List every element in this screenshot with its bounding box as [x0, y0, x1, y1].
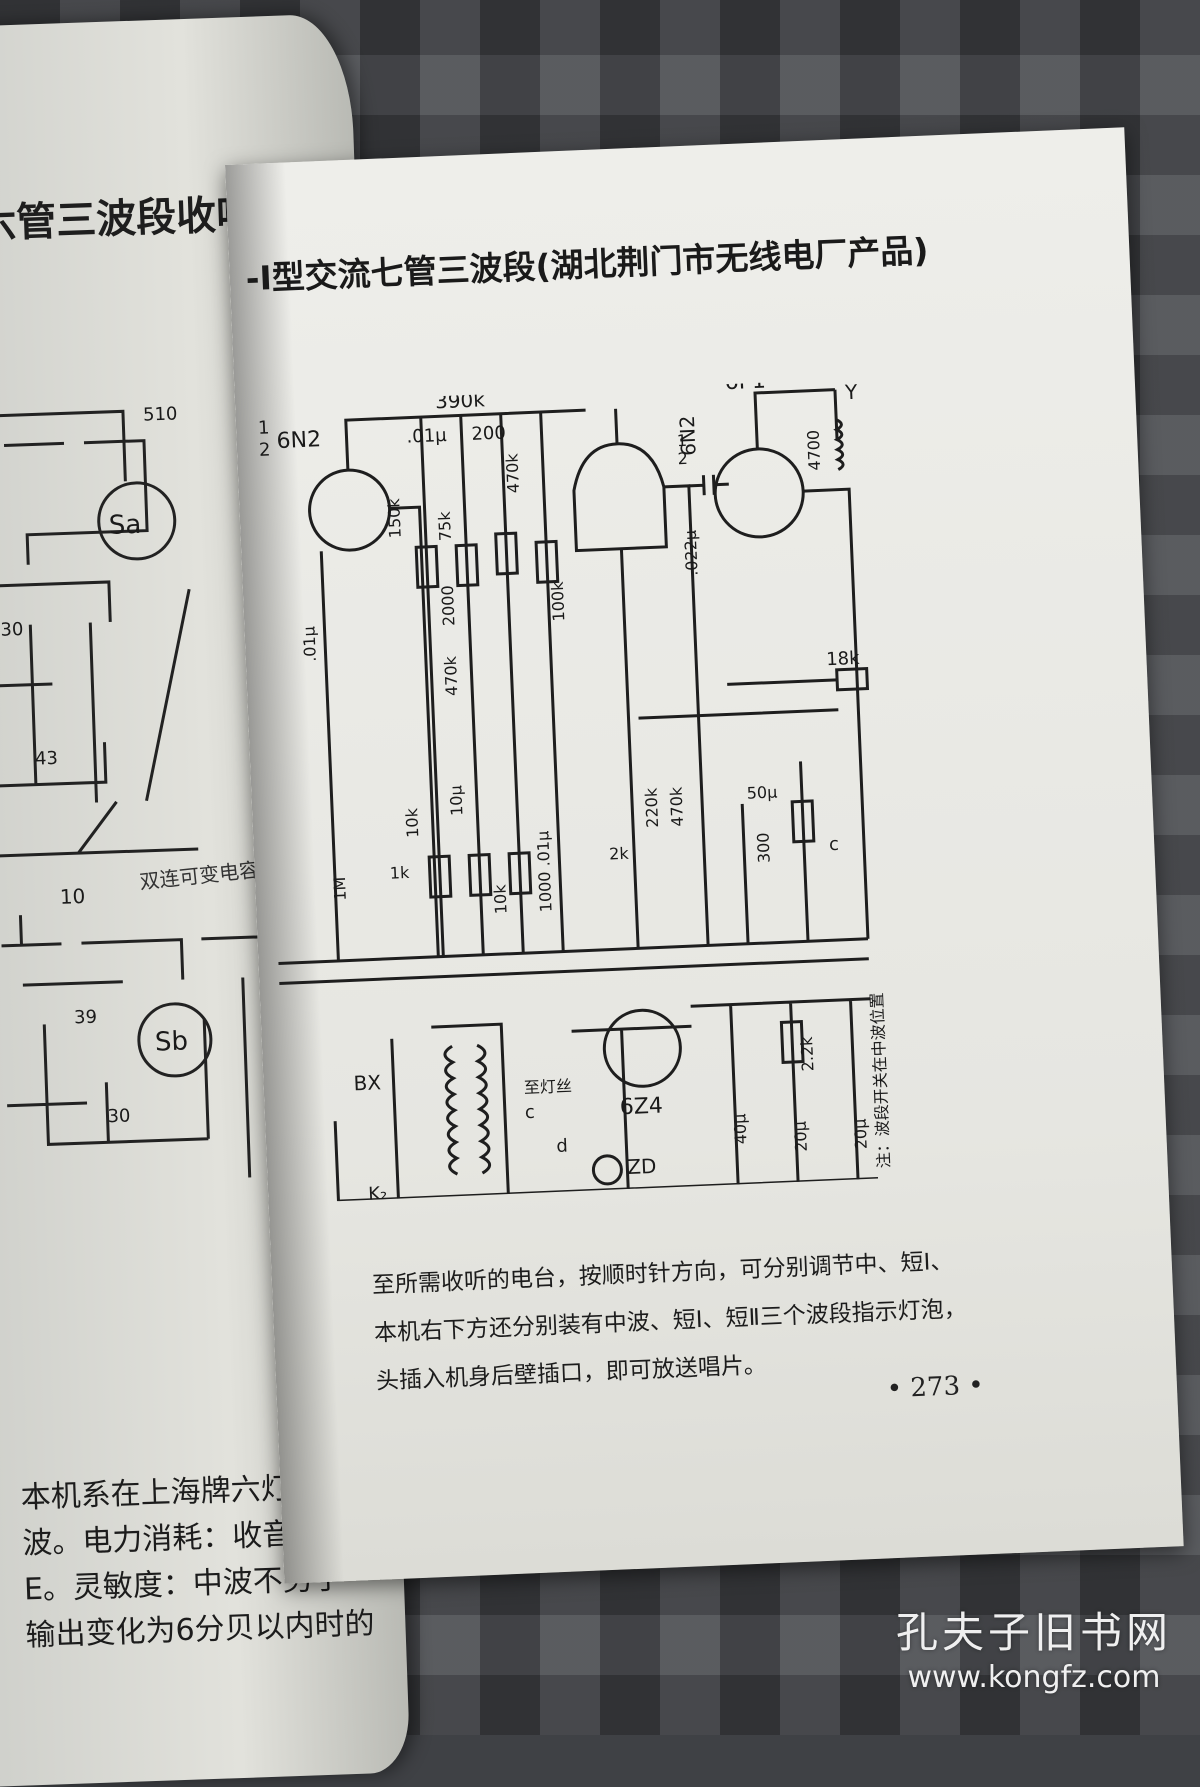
- resistor-1k-label: 1k: [389, 863, 410, 883]
- val-30b-label: 30: [107, 1106, 131, 1128]
- resistor-18k-label: 18k: [826, 648, 861, 670]
- cap-1000-01-label: 1000 .01μ: [533, 830, 555, 912]
- cap-200-label: 200: [471, 422, 506, 444]
- cap-022u-label: .022μ: [681, 530, 702, 577]
- switch-k-label: K₂: [368, 1183, 388, 1204]
- terminal-c-label: c: [525, 1102, 536, 1123]
- val-30-label: 30: [0, 619, 24, 641]
- tube-6n2-left-frac-num: 1: [258, 417, 270, 438]
- right-page: -I型交流七管三波段(湖北荆门市无线电厂产品): [225, 127, 1184, 1584]
- left-page: 六管三波段收唱 Sa 510 30 43 10 Sb 39 30 双连可变电容器…: [0, 13, 411, 1787]
- fuse-label: BX: [353, 1070, 382, 1095]
- speaker-label: Y: [844, 380, 859, 405]
- tube-6n2-right-label: 6N2: [675, 415, 701, 456]
- resistor-220k-label: 220k: [641, 787, 662, 828]
- terminal-d-label: d: [556, 1136, 568, 1157]
- cap-20u-a-label: 20μ: [791, 1121, 811, 1152]
- lamp-label: ZD: [627, 1154, 657, 1179]
- cap-20u-b-label: 20μ: [851, 1118, 871, 1149]
- left-page-title: 六管三波段收唱: [0, 191, 257, 248]
- cap-510-label: 510: [143, 403, 178, 425]
- resistor-390k-label: 390k: [435, 387, 486, 413]
- cap-01u-b-label: .01μ: [299, 626, 319, 662]
- resistor-1m-label: 1M: [330, 876, 350, 901]
- val-39-label: 39: [74, 1007, 98, 1029]
- terminal-c-top-label: c: [829, 834, 840, 855]
- cap-01u-label: .01μ: [406, 425, 447, 448]
- heater-label: 至灯丝: [524, 1076, 573, 1097]
- switch-b-label: Sb: [154, 1026, 188, 1057]
- tube-6n2-right-frac-num: 1: [677, 431, 688, 450]
- resistor-300-label: 300: [753, 832, 773, 863]
- page-title: -I型交流七管三波段(湖北荆门市无线电厂产品): [244, 230, 930, 299]
- switch-a-label: Sa: [108, 510, 141, 541]
- resistor-470k-c-label: 470k: [666, 786, 687, 827]
- resistor-2-2k-label: 2.2k: [797, 1036, 817, 1072]
- resistor-75k-label: 75k: [435, 510, 455, 541]
- cap-2000-label: 2000: [438, 585, 459, 626]
- resistor-10k-b-label: 10k: [490, 883, 510, 914]
- resistor-470k-a-label: 470k: [502, 452, 523, 493]
- resistor-10k-a-label: 10k: [402, 807, 422, 838]
- watermark: 孔夫子旧书网 www.kongfz.com: [896, 1599, 1172, 1695]
- cap-10u-label: 10μ: [446, 785, 466, 816]
- cap-50u-label: 50μ: [746, 782, 777, 802]
- resistor-2k-label: 2k: [609, 844, 630, 864]
- tube-6n2-right-frac-den: 2: [677, 449, 688, 468]
- tube-6n2-left-frac-den: 2: [259, 439, 271, 460]
- schematic-note: 注：波段开关在中波位置: [867, 992, 893, 1169]
- circuit-schematic: 1 2 6N2 390k .01μ 200 150k 75k 470k 2000…: [258, 378, 894, 1204]
- tube-6n2-left-label: 6N2: [276, 427, 321, 454]
- cap-40u-label: 40μ: [730, 1113, 750, 1144]
- val-43-label: 43: [35, 748, 59, 770]
- val-10-label: 10: [59, 884, 85, 909]
- page-number: • 273 •: [886, 1370, 985, 1405]
- resistor-150k-label: 150k: [384, 497, 405, 538]
- watermark-url: www.kongfz.com: [907, 1660, 1161, 1695]
- tube-6p1-label: 6P1: [724, 378, 766, 395]
- tube-6z4-label: 6Z4: [619, 1094, 663, 1121]
- cap-4700-label: 4700: [804, 429, 825, 470]
- left-schematic: Sa 510 30 43 10 Sb 39 30: [0, 403, 265, 1178]
- watermark-chinese: 孔夫子旧书网: [895, 1608, 1172, 1657]
- right-body-text: 至所需收听的电台，按顺时针方向，可分别调节中、短Ⅰ、 本机右下方还分别装有中波、…: [371, 1231, 1116, 1406]
- resistor-100k-label: 100k: [548, 581, 569, 622]
- resistor-470k-b-label: 470k: [441, 655, 462, 696]
